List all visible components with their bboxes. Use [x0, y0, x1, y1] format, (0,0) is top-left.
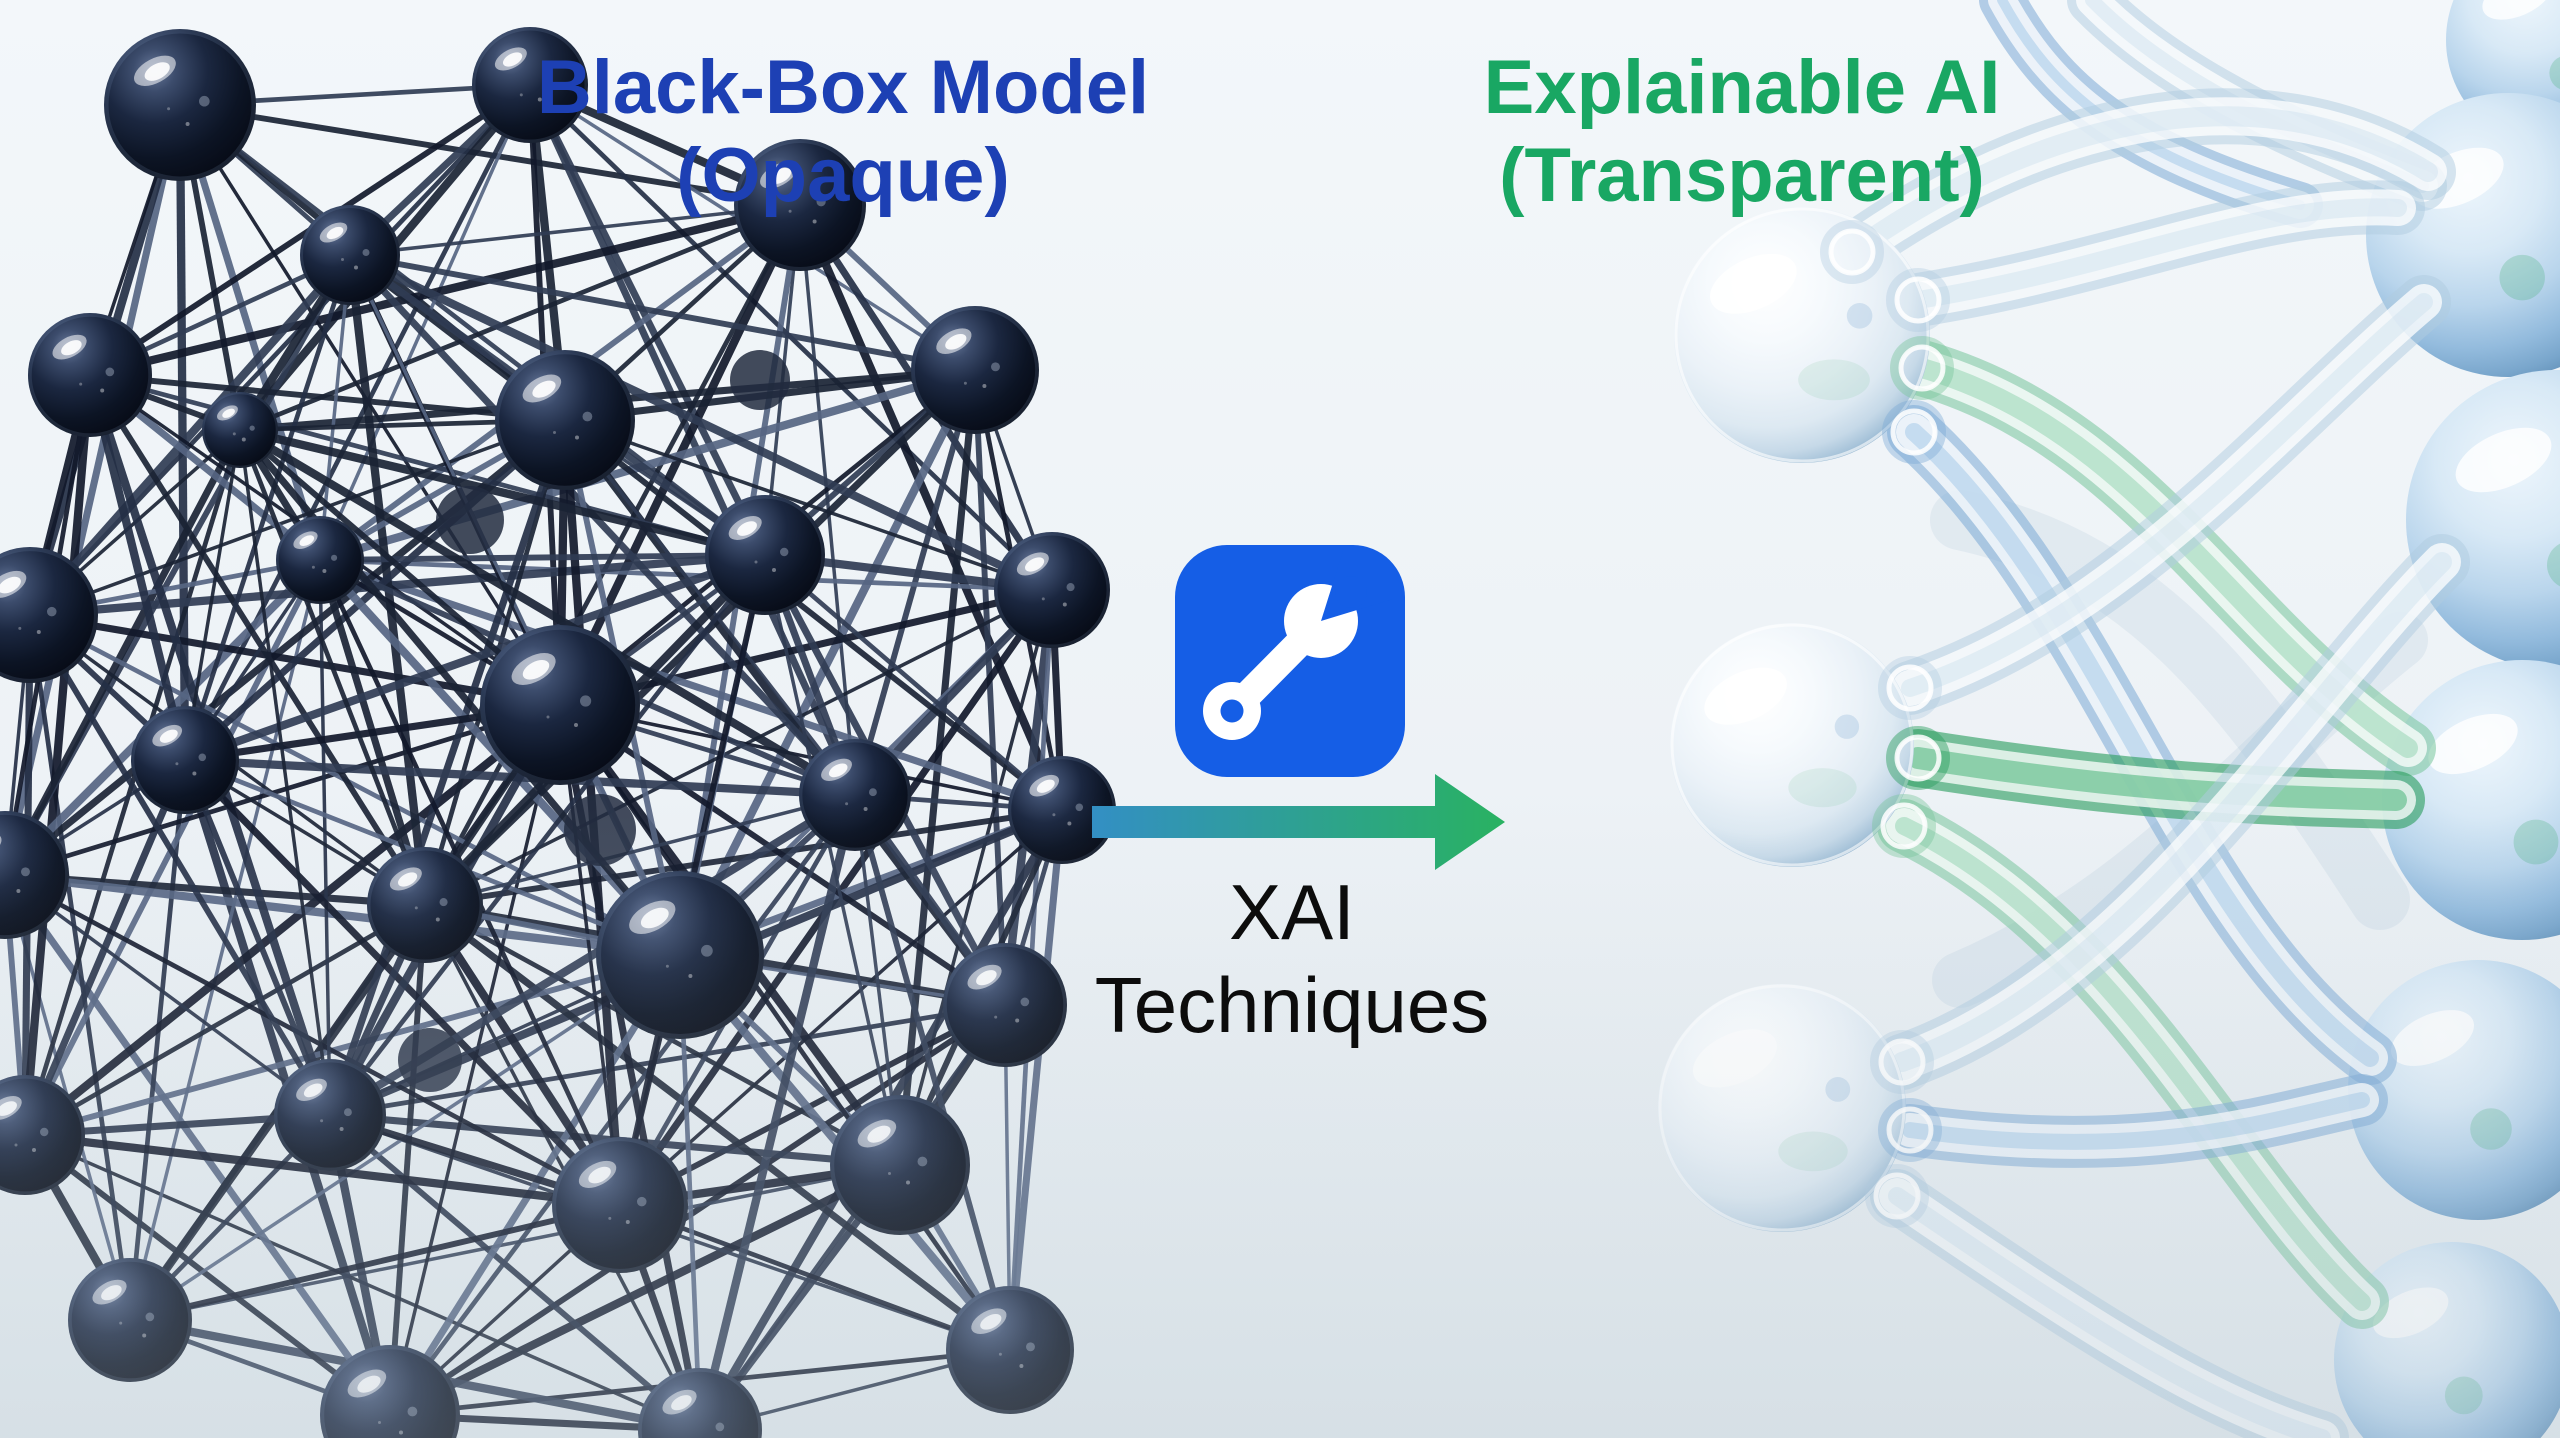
black-box-title-block: Black-Box Model (Opaque)	[433, 44, 1253, 220]
explainable-ai-title: Explainable AI	[1483, 45, 2001, 130]
wrench-icon-graphic	[1175, 545, 1405, 777]
arrow-right-icon	[1092, 774, 1505, 870]
black-box-title: Black-Box Model	[536, 45, 1150, 130]
wrench-icon	[1175, 545, 1405, 777]
explainable-ai-subtitle: (Transparent)	[1499, 133, 1985, 218]
black-box-subtitle: (Opaque)	[676, 133, 1010, 218]
explainable-ai-title-block: Explainable AI (Transparent)	[1332, 44, 2152, 220]
arrow-label-line2: Techniques	[1094, 961, 1490, 1049]
arrow-label-line1: XAI	[1229, 868, 1355, 956]
arrow-label: XAI Techniques	[992, 866, 1592, 1052]
